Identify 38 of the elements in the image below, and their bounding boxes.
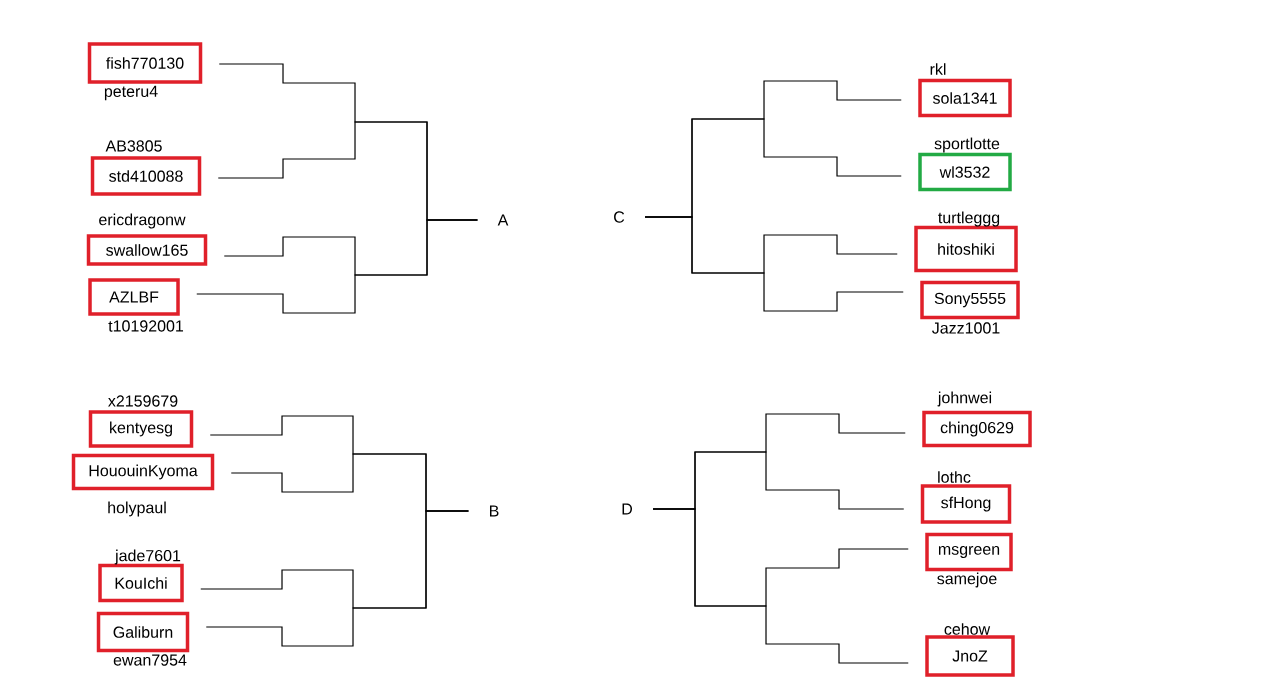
player-name: ericdragonw [99, 213, 186, 229]
player-name: Jazz1001 [932, 322, 1000, 334]
player-name: x2159679 [108, 395, 178, 407]
player-box: AZLBF [88, 278, 180, 316]
player-name: AB3805 [105, 140, 162, 152]
bracket-line [196, 219, 478, 314]
player-name: turtleggg [938, 211, 1000, 227]
player-box: HououinKyoma [71, 453, 215, 491]
player-box: ching0629 [922, 410, 1032, 448]
player-box: msgreen [925, 532, 1013, 572]
player-name: sportlotte [934, 137, 1000, 153]
player-box: JnoZ [925, 635, 1015, 677]
player-name: johnwei [937, 391, 992, 407]
bracket-line [205, 510, 469, 647]
player-box: fish770130 [87, 42, 203, 84]
bracket-line [652, 508, 909, 664]
group-letter: C [614, 211, 625, 223]
player-name: ewan7954 [113, 654, 187, 666]
player-name: t10192001 [108, 320, 184, 332]
player-name: holypaul [108, 501, 166, 517]
player-box: Sony5555 [920, 280, 1020, 320]
player-box: sfHong [920, 484, 1012, 524]
player-box: sola1341 [918, 78, 1012, 118]
player-box: Galiburn [96, 611, 190, 653]
group-letter: B [490, 505, 499, 517]
group-letter: A [497, 214, 509, 226]
player-box: swallow165 [86, 234, 208, 266]
player-name: jade7601 [114, 549, 181, 565]
player-box: std410088 [90, 156, 202, 196]
player-name: lothc [938, 471, 971, 483]
player-name: samejoe [937, 572, 997, 588]
player-name: cehow [944, 623, 991, 635]
bracket-line [644, 216, 904, 312]
player-name: peteru4 [104, 85, 158, 101]
player-box: kentyesg [88, 410, 194, 448]
group-letter: D [622, 503, 632, 515]
player-name: rkl [930, 63, 946, 75]
player-box: wl3532 [918, 152, 1012, 192]
